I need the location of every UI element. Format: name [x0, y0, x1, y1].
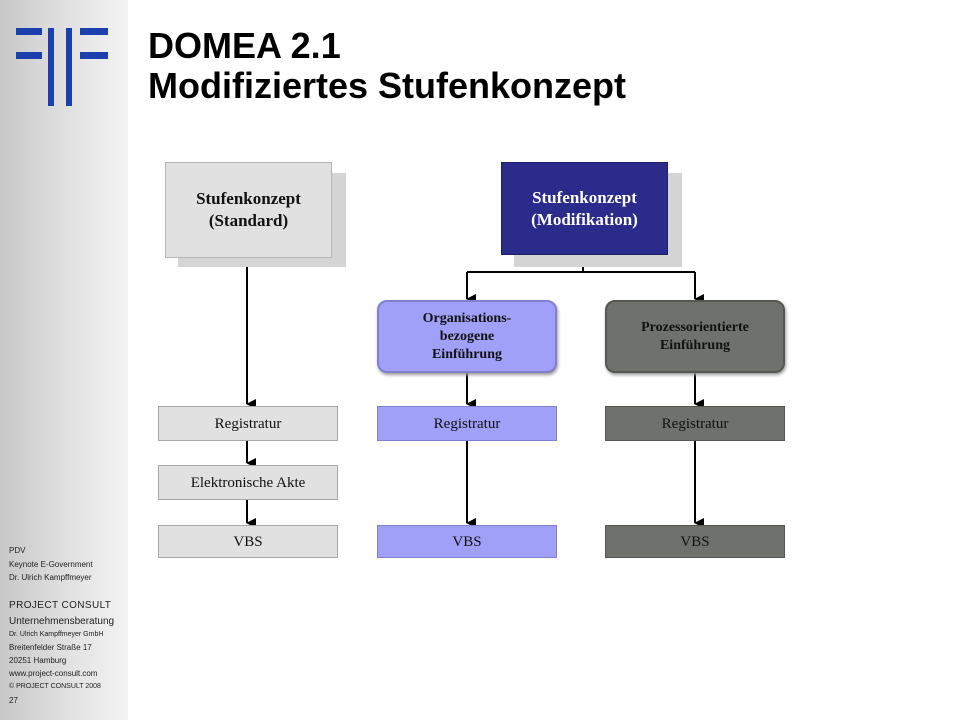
modifikation-heading-line-2: (Modifikation) [531, 209, 638, 229]
sidebar-company: PROJECT CONSULT [9, 600, 112, 611]
organisations-registratur-box: Registratur [377, 406, 557, 441]
sidebar-line-event: PDV [9, 546, 26, 555]
organisationsbezogene-einfuehrung-box: Organisations- bezogene Einführung [377, 300, 557, 373]
sidebar-website: www.project-consult.com [9, 669, 98, 678]
prozess-registratur-box: Registratur [605, 406, 785, 441]
title-line-1: DOMEA 2.1 [148, 25, 341, 66]
prozess-vbs-box: VBS [605, 525, 785, 558]
sidebar-address-company: Dr. Ulrich Kampffmeyer GmbH [9, 631, 104, 638]
standard-registratur-box: Registratur [158, 406, 338, 441]
standard-heading-line-1: Stufenkonzept [196, 189, 301, 208]
sidebar-page-number: 27 [9, 696, 18, 705]
sidebar-line-author: Dr. Ulrich Kampffmeyer [9, 573, 92, 582]
organisations-heading-line-3: Einführung [431, 346, 503, 362]
prozessorientierte-einfuehrung-box: Prozessorientierte Einführung [605, 300, 785, 373]
sidebar-line-talk: Keynote E-Government [9, 560, 93, 569]
organisations-heading-line-1: Organisations- [422, 310, 512, 326]
sidebar-address-city: 20251 Hamburg [9, 656, 67, 665]
standard-elektronische-akte-box: Elektronische Akte [158, 465, 338, 500]
sidebar-address-street: Breitenfelder Straße 17 [9, 643, 92, 652]
modifikation-heading-line-1: Stufenkonzept [532, 187, 637, 207]
stufenkonzept-modifikation-box: Stufenkonzept (Modifikation) [501, 162, 668, 255]
organisations-heading-line-2: bezogene [439, 328, 495, 344]
slide-title: DOMEA 2.1 Modifiziertes Stufenkonzept [148, 26, 626, 106]
title-line-2: Modifiziertes Stufenkonzept [148, 65, 627, 106]
prozess-heading-line-2: Einführung [659, 337, 731, 353]
sidebar-company-sub: Unternehmensberatung [9, 616, 115, 627]
project-consult-logo [16, 28, 108, 106]
organisations-vbs-box: VBS [377, 525, 557, 558]
prozess-heading-line-1: Prozessorientierte [641, 319, 749, 335]
stufenkonzept-standard-box: Stufenkonzept (Standard) [165, 162, 332, 258]
sidebar [0, 0, 128, 720]
standard-vbs-box: VBS [158, 525, 338, 558]
sidebar-copyright: © PROJECT CONSULT 2008 [9, 683, 101, 690]
standard-heading-line-2: (Standard) [208, 211, 289, 230]
